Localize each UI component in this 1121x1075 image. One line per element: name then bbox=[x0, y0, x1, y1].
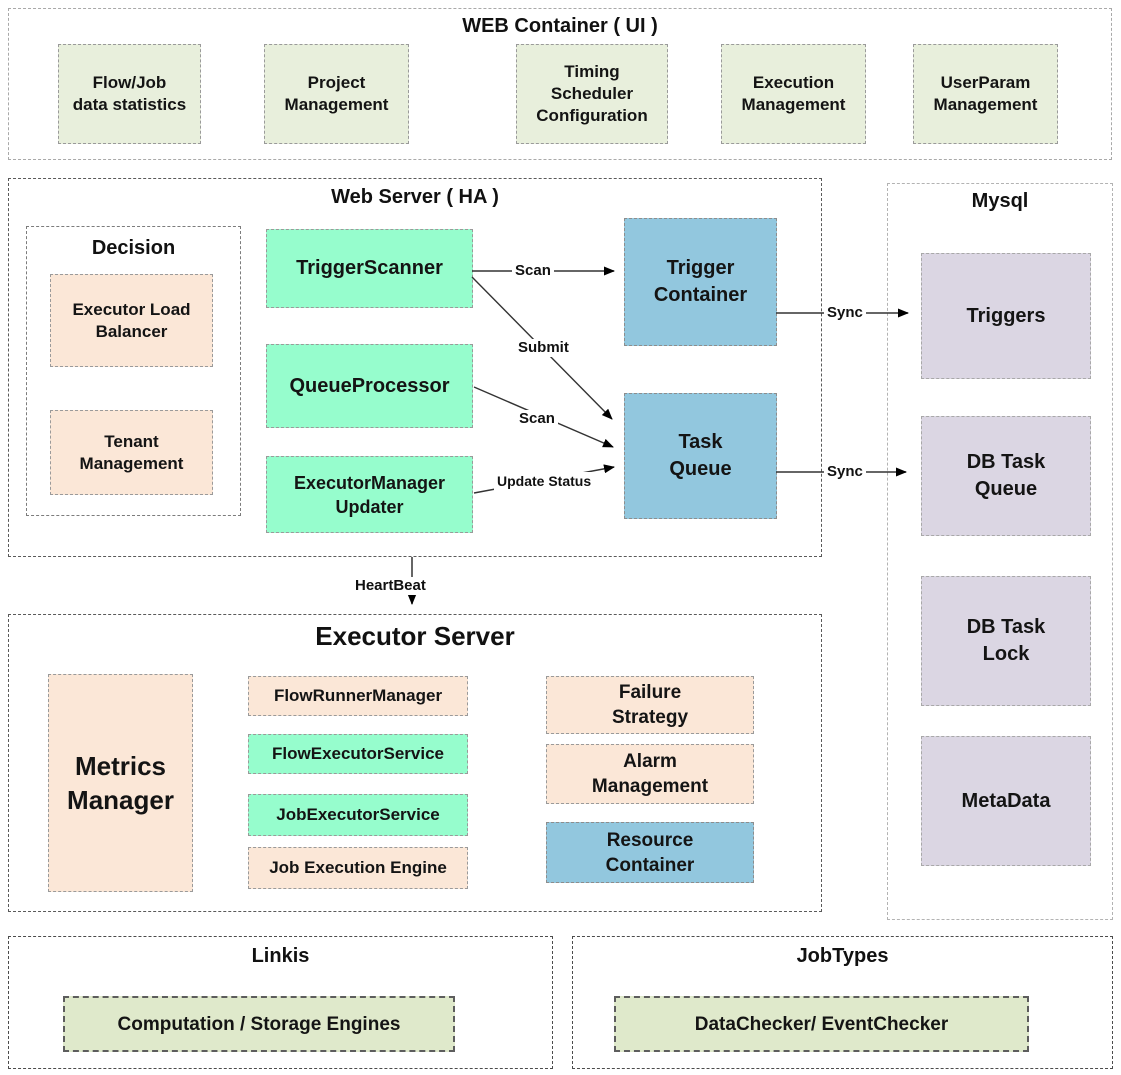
node-executor-load-balancer: Executor Load Balancer bbox=[50, 274, 213, 367]
executor-server-title: Executor Server bbox=[315, 621, 515, 651]
mysql-title: Mysql bbox=[971, 190, 1029, 212]
node-computation-storage-engines: Computation / Storage Engines bbox=[63, 996, 455, 1052]
table-metadata: MetaData bbox=[921, 736, 1091, 866]
node-flow-executor-service: FlowExecutorService bbox=[248, 734, 468, 774]
node-queue-processor: QueueProcessor bbox=[266, 344, 473, 428]
node-alarm-management: Alarm Management bbox=[546, 744, 754, 804]
module-timing-scheduler-configuration: Timing Scheduler Configuration bbox=[516, 44, 668, 144]
module-userparam-management: UserParam Management bbox=[913, 44, 1058, 144]
module-execution-management: Execution Management bbox=[721, 44, 866, 144]
web-container-ui-section: WEB Container ( UI ) Flow/Job data stati… bbox=[8, 8, 1112, 160]
module-project-management: Project Management bbox=[264, 44, 409, 144]
node-failure-strategy: Failure Strategy bbox=[546, 676, 754, 734]
linkis-section: Linkis Computation / Storage Engines bbox=[8, 936, 553, 1069]
node-tenant-management: Tenant Management bbox=[50, 410, 213, 495]
module-flow-job-data-statistics: Flow/Job data statistics bbox=[58, 44, 201, 144]
label-submit: Submit bbox=[515, 339, 572, 357]
node-datachecker-eventchecker: DataChecker/ EventChecker bbox=[614, 996, 1029, 1052]
node-flow-runner-manager: FlowRunnerManager bbox=[248, 676, 468, 716]
web-container-title: WEB Container ( UI ) bbox=[462, 15, 658, 37]
executor-server-section: Executor Server Metrics Manager FlowRunn… bbox=[8, 614, 822, 912]
label-scan-queue: Scan bbox=[516, 410, 558, 428]
table-db-task-lock: DB Task Lock bbox=[921, 576, 1091, 706]
node-metrics-manager: Metrics Manager bbox=[48, 674, 193, 892]
web-server-section: Web Server ( HA ) Decision Executor Load… bbox=[8, 178, 822, 557]
node-job-executor-service: JobExecutorService bbox=[248, 794, 468, 836]
node-task-queue: Task Queue bbox=[624, 393, 777, 519]
linkis-title: Linkis bbox=[251, 945, 310, 967]
node-trigger-scanner: TriggerScanner bbox=[266, 229, 473, 308]
jobtypes-title: JobTypes bbox=[796, 945, 889, 967]
label-heartbeat: HeartBeat bbox=[352, 577, 429, 595]
jobtypes-section: JobTypes DataChecker/ EventChecker bbox=[572, 936, 1113, 1069]
table-triggers: Triggers bbox=[921, 253, 1091, 379]
mysql-section: Mysql Triggers DB Task Queue DB Task Loc… bbox=[887, 183, 1113, 920]
label-scan-trigger: Scan bbox=[512, 262, 554, 280]
decision-group: Decision Executor Load Balancer Tenant M… bbox=[26, 226, 241, 516]
label-update-status: Update Status bbox=[494, 472, 595, 490]
label-sync-triggers: Sync bbox=[824, 304, 866, 322]
label-sync-queue: Sync bbox=[824, 463, 866, 481]
node-job-execution-engine: Job Execution Engine bbox=[248, 847, 468, 889]
decision-title: Decision bbox=[91, 237, 176, 259]
node-resource-container: Resource Container bbox=[546, 822, 754, 883]
table-db-task-queue: DB Task Queue bbox=[921, 416, 1091, 536]
node-trigger-container: Trigger Container bbox=[624, 218, 777, 346]
web-server-title: Web Server ( HA ) bbox=[331, 186, 499, 208]
node-executor-manager-updater: ExecutorManager Updater bbox=[266, 456, 473, 533]
